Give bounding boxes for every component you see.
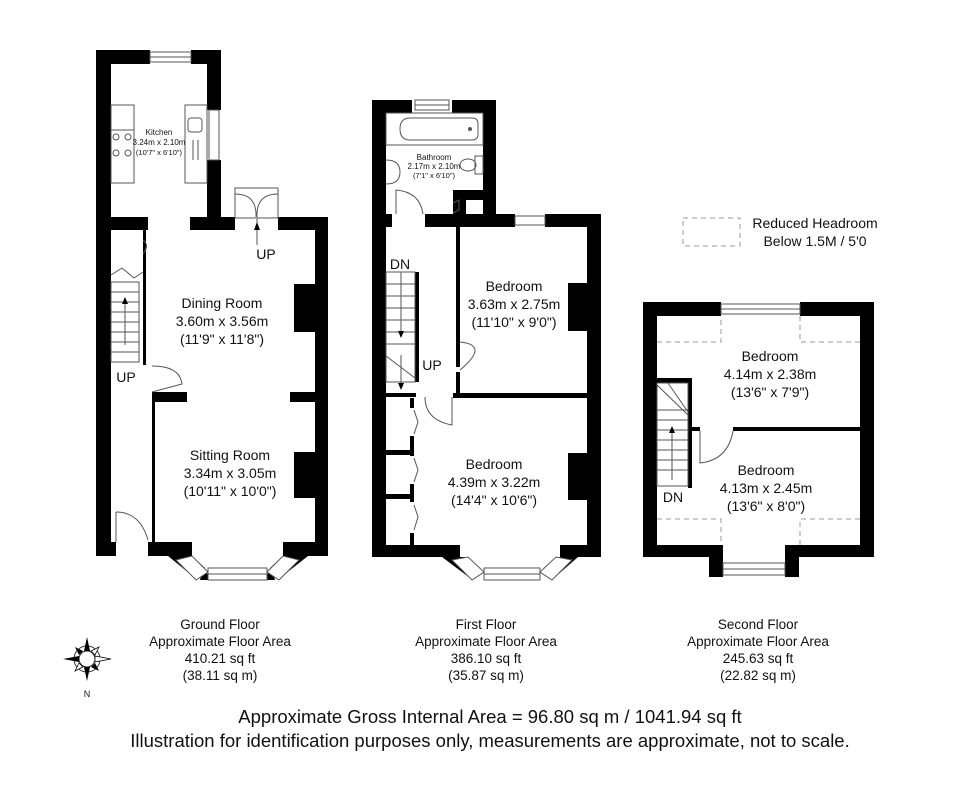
first-floor-plan	[372, 99, 601, 581]
room-metric: 3.24m x 2.10m	[133, 138, 186, 147]
room-metric: 2.17m x 2.10m	[408, 162, 461, 171]
floor-area-sqm: (22.82 sq m)	[720, 668, 796, 683]
room-labels: Kitchen 3.24m x 2.10m (10'7" x 6'10") Di…	[84, 128, 878, 699]
room-name: Sitting Room	[190, 447, 270, 463]
room-imperial: (13'6" x 7'9")	[731, 384, 809, 400]
floor-area-label: Approximate Floor Area	[687, 634, 829, 649]
room-name: Bathroom	[417, 153, 452, 162]
room-metric: 4.39m x 3.22m	[448, 474, 541, 490]
room-name: Bedroom	[466, 456, 523, 472]
room-name: Dining Room	[182, 295, 263, 311]
ground-floor-plan	[96, 50, 328, 581]
floor-area-sqft: 245.63 sq ft	[722, 651, 794, 666]
floor-area-label: Approximate Floor Area	[149, 634, 291, 649]
room-imperial: (14'4" x 10'6")	[451, 492, 537, 508]
legend-line-2: Below 1.5M / 5'0	[763, 233, 866, 249]
stair-label: UP	[422, 357, 441, 373]
room-imperial: (13'6" x 8'0")	[727, 498, 805, 514]
room-imperial: (11'9" x 11'8")	[180, 331, 264, 347]
stair-label: DN	[390, 256, 410, 272]
room-metric: 3.34m x 3.05m	[184, 465, 277, 481]
legend-line-1: Reduced Headroom	[752, 215, 877, 231]
ground-floor-fixtures	[110, 104, 279, 542]
floor-name: First Floor	[455, 617, 517, 632]
room-imperial: (10'11" x 10'0")	[184, 483, 277, 499]
room-imperial: (10'7" x 6'10")	[136, 148, 183, 157]
first-floor-summary: First Floor Approximate Floor Area 386.1…	[386, 616, 586, 684]
floor-area-sqm: (38.11 sq m)	[182, 668, 258, 683]
floor-area-label: Approximate Floor Area	[415, 634, 557, 649]
second-floor-fixtures	[656, 382, 734, 487]
ground-floor-summary: Ground Floor Approximate Floor Area 410.…	[120, 616, 320, 684]
floor-name: Second Floor	[717, 617, 799, 632]
compass-rose-icon	[63, 637, 112, 681]
second-floor-summary: Second Floor Approximate Floor Area 245.…	[658, 616, 858, 684]
room-name: Kitchen	[146, 128, 173, 137]
stair-label: UP	[116, 369, 135, 385]
second-floor-plan	[643, 302, 874, 577]
compass-north-label: N	[84, 689, 91, 699]
reduced-headroom-zones	[657, 217, 860, 545]
gross-internal-area: Approximate Gross Internal Area = 96.80 …	[238, 706, 742, 727]
stair-arrows	[122, 222, 675, 433]
room-name: Bedroom	[738, 462, 795, 478]
floor-name: Ground Floor	[180, 617, 260, 632]
room-imperial: (11'10" x 9'0")	[471, 314, 556, 330]
legend-dashed-swatch	[682, 217, 741, 247]
room-metric: 3.63m x 2.75m	[468, 296, 561, 312]
room-metric: 4.14m x 2.38m	[724, 366, 817, 382]
room-name: Bedroom	[742, 348, 799, 364]
room-imperial: (7'1" x 6'10")	[413, 171, 455, 180]
floor-area-sqft: 386.10 sq ft	[450, 651, 522, 666]
room-name: Bedroom	[486, 278, 543, 294]
stair-label: DN	[663, 489, 683, 505]
disclaimer: Illustration for identification purposes…	[130, 730, 850, 751]
stair-label: UP	[256, 246, 275, 262]
first-floor-fixtures	[385, 112, 484, 531]
floor-area-sqft: 410.21 sq ft	[184, 651, 256, 666]
room-metric: 3.60m x 3.56m	[176, 313, 269, 329]
room-metric: 4.13m x 2.45m	[720, 480, 813, 496]
floor-area-sqm: (35.87 sq m)	[448, 668, 524, 683]
